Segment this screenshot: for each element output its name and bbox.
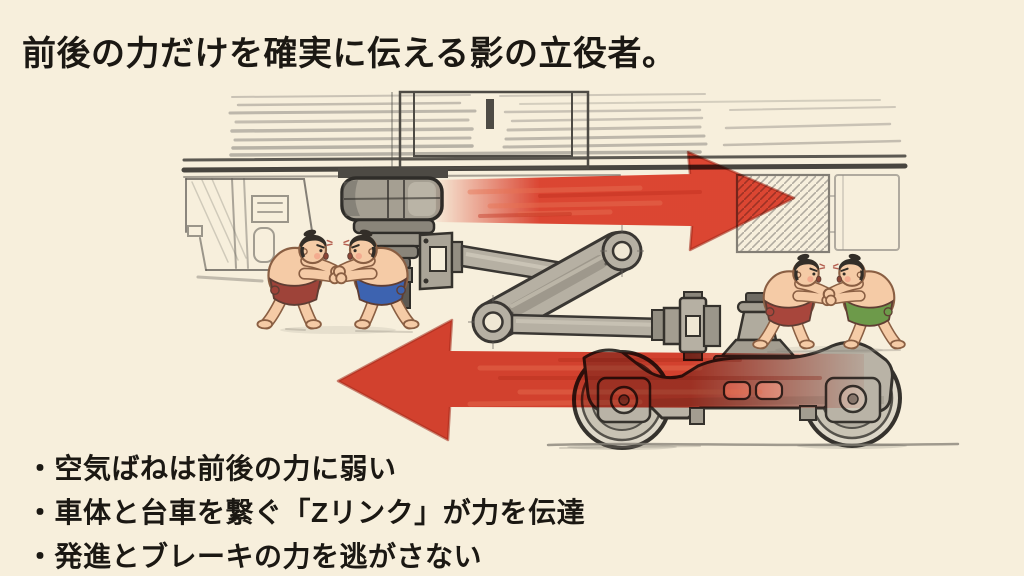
force-arrow-left [336, 318, 864, 442]
bullet-item: ・車体と台車を繋ぐ「Zリンク」が力を伝達 [26, 497, 586, 528]
link-clevis [418, 231, 464, 291]
door-sketch [391, 90, 590, 170]
force-arrow-right [434, 150, 796, 252]
underfloor-equipment-left [185, 178, 320, 283]
bullet-item: ・空気ばねは前後の力に弱い [26, 453, 397, 484]
ground-line [285, 328, 960, 450]
sumo-wrestler-red [753, 253, 834, 349]
sumo-pair-right [753, 253, 905, 354]
lower-link-rod [510, 309, 666, 341]
bullet-list: ・空気ばねは前後の力に弱い ・車体と台車を繋ぐ「Zリンク」が力を伝達 ・発進とブ… [26, 447, 585, 576]
universal-joint [662, 291, 722, 361]
bullet-item: ・発進とブレーキの力を逃がさない [26, 541, 483, 572]
z-link-diagonal-arm [468, 225, 644, 349]
slide-title: 前後の力だけを確実に伝える影の立役者。 [22, 35, 677, 73]
sumo-wrestler-maroon [257, 228, 342, 328]
car-body-sketch [181, 93, 908, 178]
sumo-wrestler-green [824, 253, 905, 349]
sumo-pair-left [257, 228, 418, 334]
